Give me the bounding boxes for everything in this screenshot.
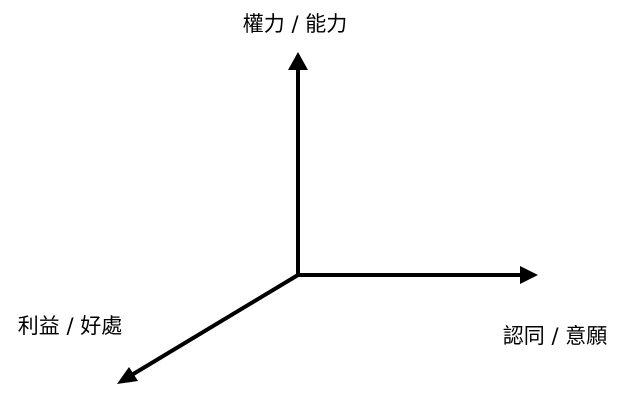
horizontal-axis [296, 266, 538, 284]
vertical-axis-arrowhead [288, 52, 308, 70]
vertical-axis-label: 權力 / 能力 [243, 12, 347, 36]
diagonal-axis-line [128, 273, 300, 378]
horizontal-axis-label: 認同 / 意願 [503, 324, 607, 348]
diagonal-axis-label: 利益 / 好處 [18, 314, 122, 338]
diagonal-axis [117, 273, 300, 384]
horizontal-axis-arrowhead [520, 266, 538, 284]
vertical-axis [288, 52, 308, 275]
diagonal-axis-arrowhead [117, 367, 138, 384]
